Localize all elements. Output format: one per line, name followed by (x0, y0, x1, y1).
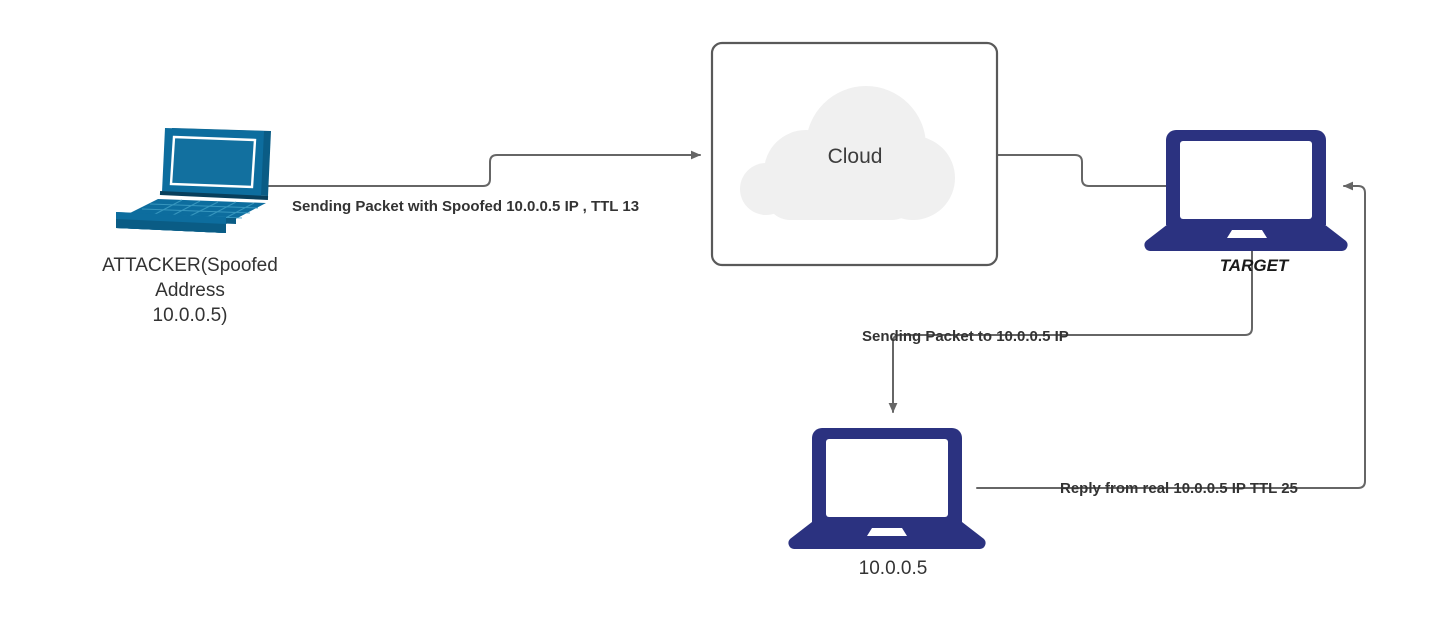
edge-target-to-real-host-line (888, 242, 1253, 413)
cloud-label: Cloud (828, 145, 883, 168)
laptop-front-icon (788, 428, 986, 549)
edge-attacker-to-cloud (261, 150, 701, 187)
edge-cloud-to-target (996, 154, 1169, 187)
edge-real-host-to-target (976, 181, 1366, 489)
real-host-label: 10.0.0.5 (859, 558, 928, 579)
attacker-label-line-3: 10.0.0.5) (153, 305, 228, 326)
laptop-front-icon (1144, 130, 1348, 251)
edge-label-attacker-to-cloud: Sending Packet with Spoofed 10.0.0.5 IP … (292, 198, 639, 215)
node-cloud[interactable]: Cloud (710, 41, 999, 267)
edge-label-target-to-real-host: Sending Packet to 10.0.0.5 IP (862, 328, 1069, 345)
target-label: TARGET (1220, 256, 1290, 275)
laptop-isometric-icon (116, 128, 271, 233)
node-target[interactable]: TARGET (1144, 130, 1348, 275)
attacker-label-line-1: ATTACKER(Spoofed (102, 255, 278, 276)
edge-label-real-host-to-target: Reply from real 10.0.0.5 IP TTL 25 (1060, 480, 1298, 497)
edge-cloud-to-target-line (996, 154, 1169, 187)
edge-attacker-to-cloud-line (261, 150, 701, 187)
edge-real-host-to-target-line (976, 181, 1366, 489)
edge-target-to-real-host (888, 242, 1253, 413)
attacker-label-line-2: Address (155, 280, 225, 301)
node-attacker[interactable]: ATTACKER(Spoofed Address 10.0.0.5) (102, 128, 278, 326)
cloud-icon (740, 86, 955, 220)
node-real-host[interactable]: 10.0.0.5 (788, 130, 1220, 579)
